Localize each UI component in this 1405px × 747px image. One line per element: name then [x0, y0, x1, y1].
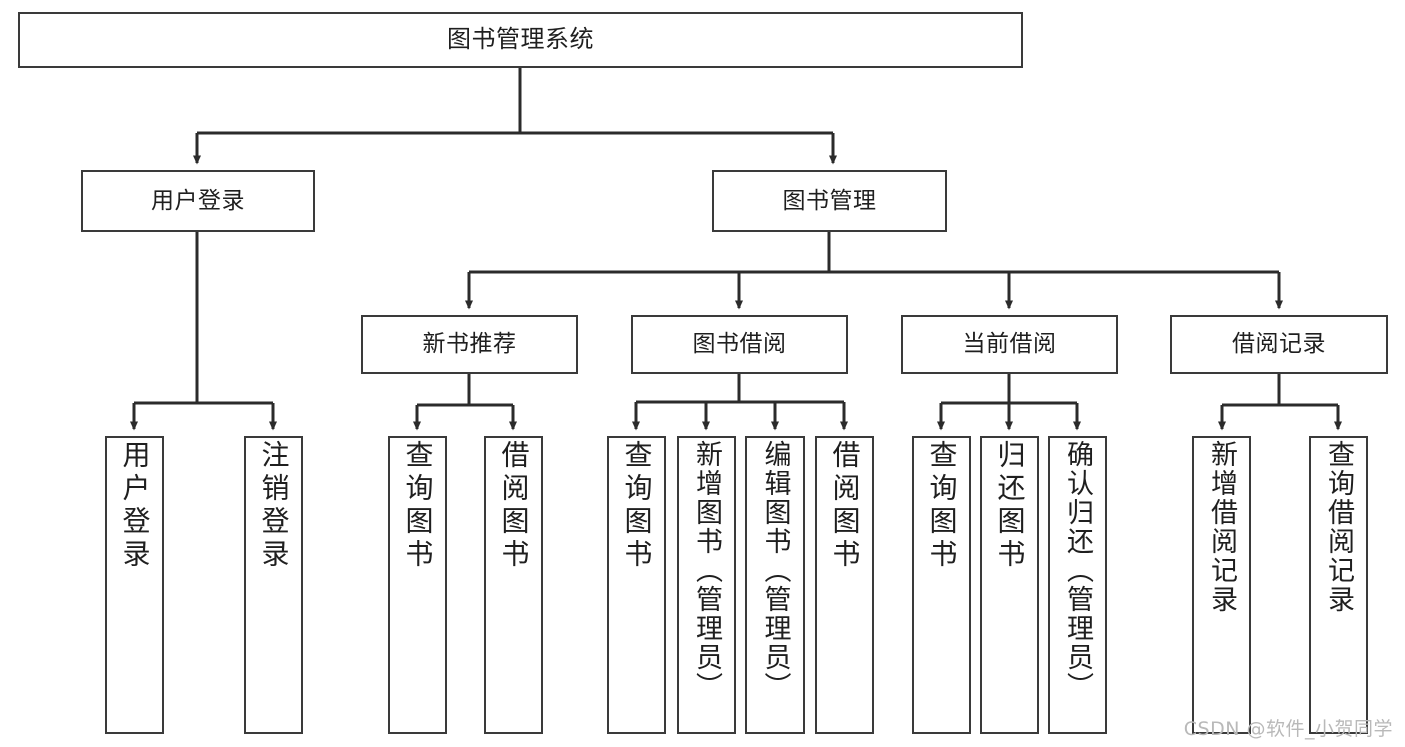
node-user-login[interactable]: 用户登录	[81, 170, 315, 232]
node-label: 图书管理系统	[447, 25, 594, 54]
node-label: 查询图书	[401, 440, 435, 572]
node-label: 编辑图书（管理员）	[759, 440, 791, 701]
node-label: 查询图书	[925, 440, 959, 572]
node-label: 新增借阅记录	[1206, 440, 1237, 614]
node-book-borrow[interactable]: 图书借阅	[631, 315, 848, 374]
node-label: 借阅图书	[828, 440, 862, 572]
node-new-book-recommend[interactable]: 新书推荐	[361, 315, 578, 374]
node-leaf-borrow-record-query[interactable]: 查询借阅记录	[1309, 436, 1368, 734]
node-leaf-new-book-query[interactable]: 查询图书	[388, 436, 447, 734]
node-label: 归还图书	[993, 440, 1027, 572]
node-leaf-current-borrow-return[interactable]: 归还图书	[980, 436, 1039, 734]
node-leaf-user-login-signin[interactable]: 用户登录	[105, 436, 164, 734]
node-book-management[interactable]: 图书管理	[712, 170, 947, 232]
node-label: 注销登录	[257, 440, 291, 572]
node-leaf-current-borrow-confirm-return[interactable]: 确认归还（管理员）	[1048, 436, 1107, 734]
node-current-borrow[interactable]: 当前借阅	[901, 315, 1118, 374]
node-label: 图书借阅	[692, 331, 787, 358]
node-leaf-book-borrow-edit[interactable]: 编辑图书（管理员）	[745, 436, 805, 734]
node-borrow-record[interactable]: 借阅记录	[1170, 315, 1388, 374]
csdn-watermark: CSDN @软件_小贺同学	[1183, 718, 1393, 740]
node-label: 借阅记录	[1232, 331, 1326, 358]
node-leaf-user-login-signout[interactable]: 注销登录	[244, 436, 303, 734]
node-label: 图书管理	[782, 187, 877, 214]
node-label: 查询图书	[620, 440, 654, 572]
node-book-management-system[interactable]: 图书管理系统	[18, 12, 1023, 68]
node-label: 当前借阅	[962, 331, 1057, 358]
node-leaf-book-borrow-query[interactable]: 查询图书	[607, 436, 666, 734]
node-label: 用户登录	[118, 440, 152, 572]
node-leaf-borrow-record-add[interactable]: 新增借阅记录	[1192, 436, 1251, 734]
node-label: 借阅图书	[497, 440, 531, 572]
node-label: 确认归还（管理员）	[1062, 440, 1093, 701]
node-leaf-book-borrow-lend[interactable]: 借阅图书	[815, 436, 874, 734]
node-leaf-current-borrow-query[interactable]: 查询图书	[912, 436, 971, 734]
node-leaf-book-borrow-add[interactable]: 新增图书（管理员）	[677, 436, 736, 734]
node-label: 新增图书（管理员）	[691, 440, 722, 701]
node-label: 用户登录	[151, 187, 245, 214]
node-label: 新书推荐	[422, 331, 517, 358]
node-leaf-new-book-borrow[interactable]: 借阅图书	[484, 436, 543, 734]
node-label: 查询借阅记录	[1323, 440, 1354, 614]
